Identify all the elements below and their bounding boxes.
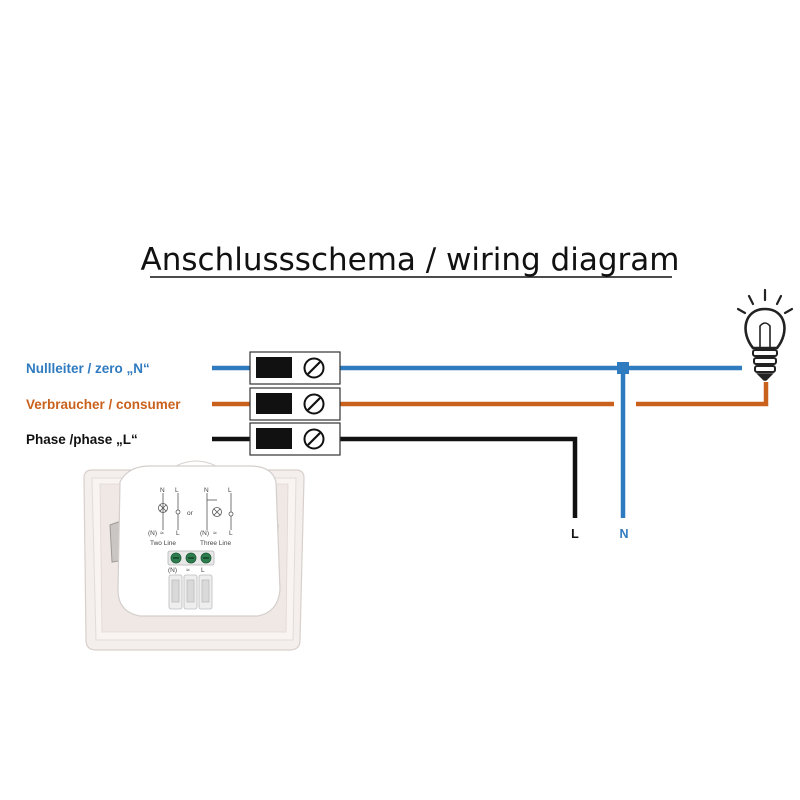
neutral-junction <box>617 362 629 374</box>
dimmer-switch-device: N L or N L (N) ≈ L (N) ≈ L Two Line Thre… <box>83 460 305 651</box>
device-l-right: L <box>228 487 232 494</box>
terminal-block-consumer <box>249 387 341 421</box>
device-n2-right: (N) <box>200 530 209 537</box>
consumer-wire-to-lamp <box>636 382 769 407</box>
neutral-end-label: N <box>619 527 628 541</box>
three-line-label: Three Line <box>200 540 231 547</box>
consumer-wire-label: Verbraucher / consumer <box>26 397 181 412</box>
device-n-left: N <box>160 487 165 494</box>
device-l2-right: L <box>229 530 233 537</box>
device-l-left: L <box>175 487 179 494</box>
device-terminal-housings <box>168 574 213 610</box>
terminal-block-phase <box>249 422 341 456</box>
device-terminal-l: L <box>201 567 205 574</box>
device-terminal-block <box>167 550 215 566</box>
device-n2-left: (N) <box>148 530 157 537</box>
device-n-right: N <box>204 487 209 494</box>
device-or: or <box>187 510 194 517</box>
diagram-title: Anschlussschema / wiring diagram <box>141 242 680 278</box>
device-terminal-symbol: ≈ <box>186 567 190 574</box>
light-bulb-icon <box>736 288 794 381</box>
device-symbol-left: ≈ <box>160 530 164 537</box>
screw-terminal-icon <box>303 357 325 379</box>
two-line-label: Two Line <box>150 540 176 547</box>
phase-wire <box>340 436 578 518</box>
device-schematic <box>158 493 234 530</box>
phase-wire-label: Phase /phase „L“ <box>26 432 138 447</box>
screw-terminal-icon <box>303 428 325 450</box>
device-l2-left: L <box>176 530 180 537</box>
phase-end-label: L <box>571 527 579 541</box>
terminal-block-neutral <box>249 351 341 385</box>
device-terminal-n: (N) <box>168 567 177 574</box>
screw-terminal-icon <box>303 393 325 415</box>
device-symbol-right: ≈ <box>213 530 217 537</box>
neutral-wire-label: Nullleiter / zero „N“ <box>26 361 150 376</box>
